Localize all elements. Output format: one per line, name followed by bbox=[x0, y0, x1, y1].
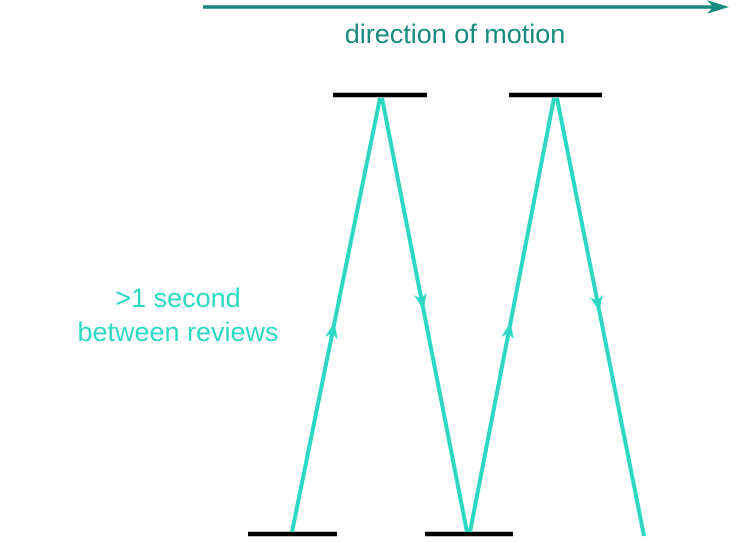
trajectory-arrowhead-icon bbox=[414, 292, 427, 310]
trajectory-arrowhead-icon bbox=[324, 322, 338, 340]
review-interval-line1: >1 second bbox=[115, 283, 241, 313]
trajectory-arrowhead-icon bbox=[501, 322, 514, 340]
trajectory-descent-1 bbox=[380, 97, 469, 533]
trajectory-ascent-1 bbox=[290, 97, 382, 533]
trajectory-ascent-2 bbox=[468, 97, 556, 533]
review-interval-label: >1 second between reviews bbox=[77, 281, 278, 349]
trajectory-descent-2 bbox=[555, 97, 646, 537]
review-interval-line2: between reviews bbox=[77, 317, 279, 347]
direction-arrowhead-icon bbox=[707, 0, 729, 14]
direction-of-motion-label: direction of motion bbox=[344, 19, 566, 49]
trajectory-arrowhead-icon bbox=[589, 294, 603, 312]
